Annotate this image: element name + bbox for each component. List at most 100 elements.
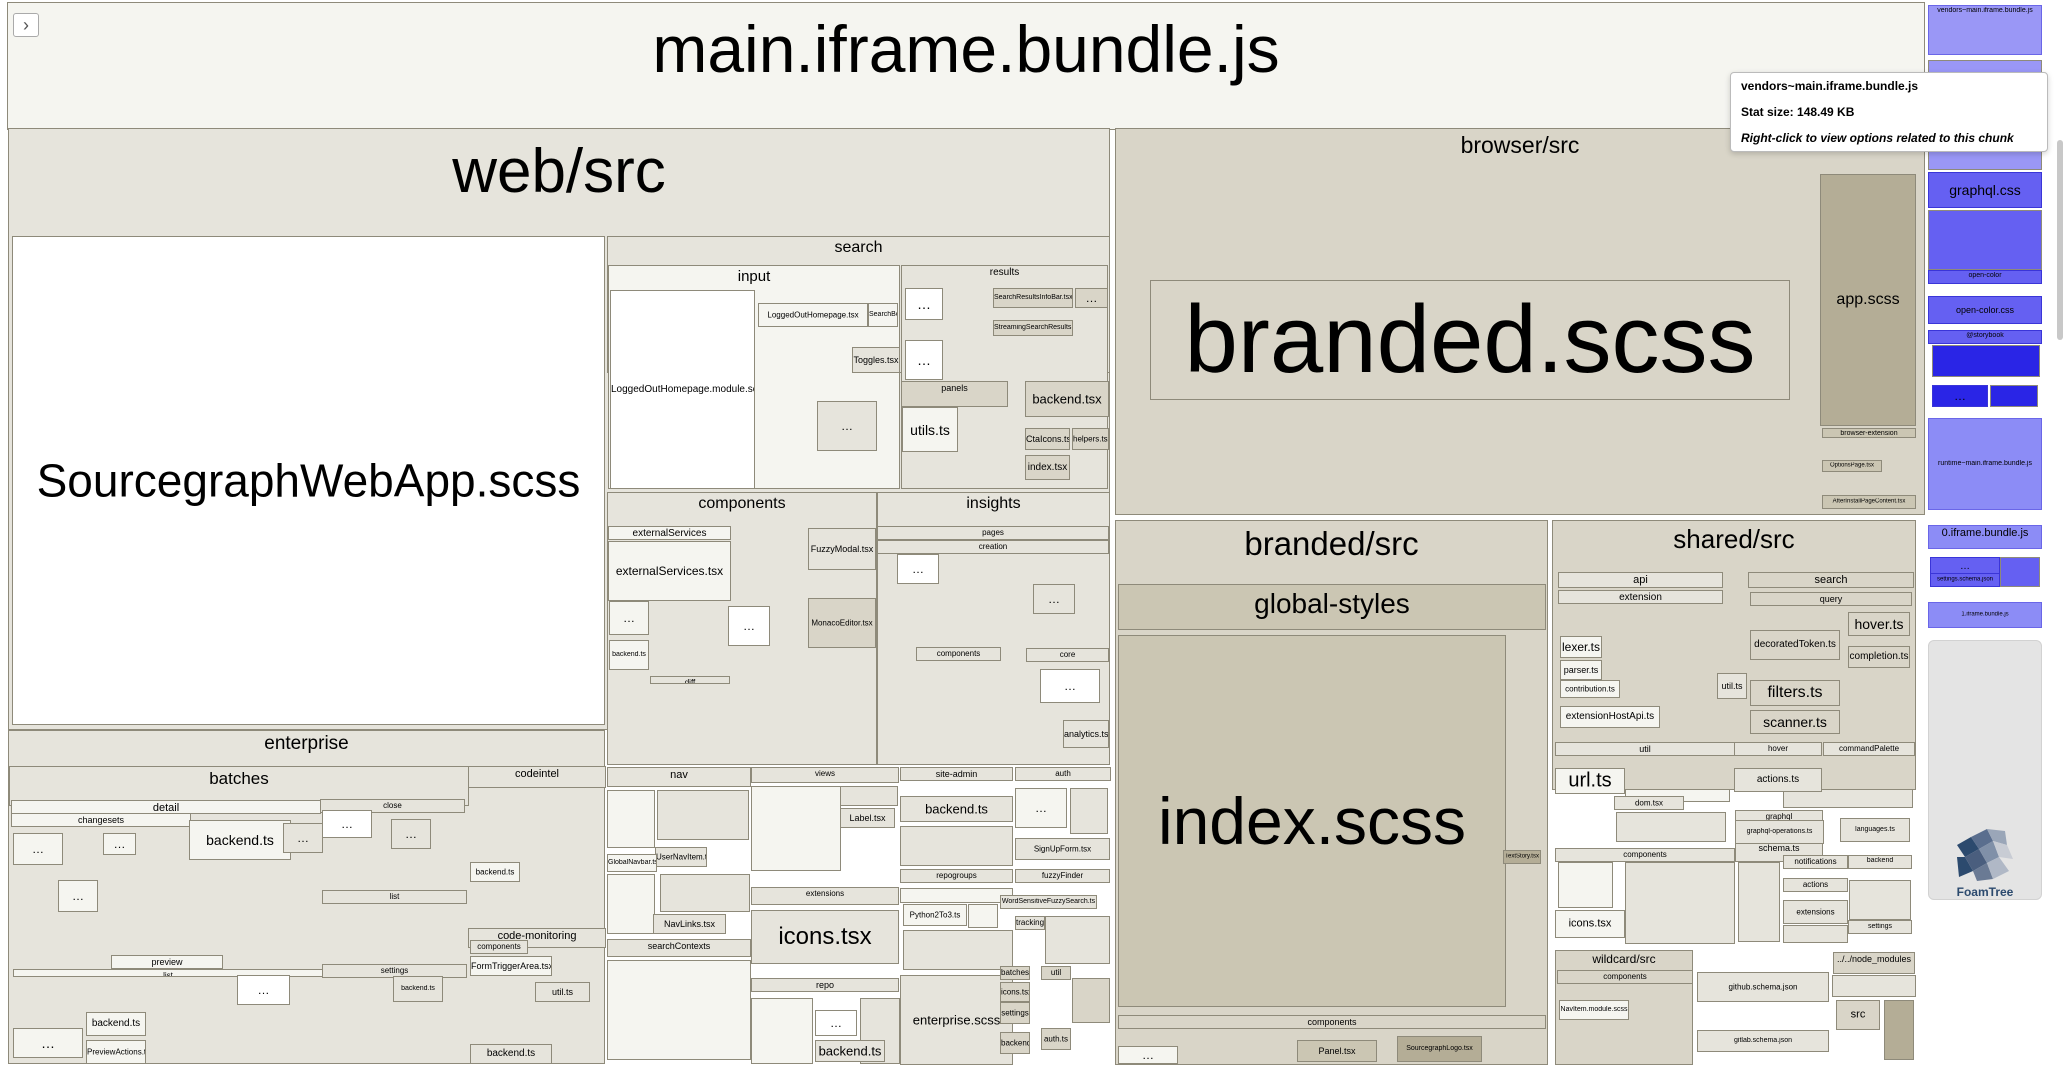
treemap-cell-enterprise-scss[interactable]: enterprise.scss xyxy=(900,975,1013,1065)
treemap-cell-lexer-ts[interactable]: lexer.ts xyxy=(1560,636,1602,658)
treemap-cell-collapsed[interactable]: … xyxy=(609,601,649,635)
treemap-cell-scanner-ts[interactable]: scanner.ts xyxy=(1750,710,1840,734)
treemap-cell-pages[interactable]: pages xyxy=(877,526,1109,540)
treemap-cell-helpers-tsx[interactable]: helpers.tsx xyxy=(1072,428,1109,450)
treemap-cell-query[interactable]: query xyxy=(1750,592,1912,606)
treemap-cell-python2to3-ts[interactable]: Python2To3.ts xyxy=(903,904,967,926)
scrollbar[interactable] xyxy=(2057,140,2063,340)
treemap-cell-collapsed[interactable]: … xyxy=(905,288,943,320)
treemap-cell-core[interactable]: core xyxy=(1026,648,1109,662)
treemap-cell[interactable] xyxy=(900,888,1013,903)
treemap-cell[interactable] xyxy=(1072,978,1110,1023)
treemap-cell-util-ts[interactable]: util.ts xyxy=(1717,673,1747,699)
treemap-cell-collapsed[interactable]: … xyxy=(905,340,943,380)
treemap-cell-batches[interactable]: batches xyxy=(1000,966,1030,980)
treemap-cell-creation[interactable]: creation xyxy=(877,540,1109,554)
treemap-cell-completion-ts[interactable]: completion.ts xyxy=(1848,646,1910,668)
treemap-cell-icons-tsx[interactable]: icons.tsx xyxy=(1555,910,1625,938)
treemap-cell-streamingsearchresults-tsx[interactable]: StreamingSearchResults.tsx xyxy=(993,320,1073,336)
treemap-cell-contribution-ts[interactable]: contribution.ts xyxy=(1560,680,1620,698)
treemap-cell-components[interactable]: components xyxy=(916,647,1001,661)
treemap-cell-collapsed[interactable]: … xyxy=(391,819,431,849)
treemap-cell-node-modules[interactable]: ../../node_modules xyxy=(1833,952,1915,974)
treemap-cell-externalservices-tsx[interactable]: externalServices.tsx xyxy=(608,541,731,601)
treemap-cell-global-styles[interactable]: global-styles xyxy=(1118,584,1546,630)
treemap-cell-collapsed[interactable]: … xyxy=(13,1028,83,1058)
treemap-cell[interactable] xyxy=(1045,916,1110,964)
treemap-cell-vendors-main-iframe-bundle-js[interactable]: vendors~main.iframe.bundle.js xyxy=(1928,5,2042,55)
treemap-cell-util[interactable]: util xyxy=(1555,742,1735,756)
treemap-cell[interactable] xyxy=(2000,557,2040,587)
treemap-cell[interactable] xyxy=(657,790,749,840)
treemap-cell-searchresultsinfobar-tsx[interactable]: SearchResultsInfoBar.tsx xyxy=(993,288,1073,308)
treemap-cell-components[interactable]: components xyxy=(1555,848,1735,862)
treemap-cell[interactable] xyxy=(607,874,655,934)
treemap-cell-collapsed[interactable]: … xyxy=(897,554,939,584)
treemap-cell-index-scss[interactable]: index.scss xyxy=(1118,635,1506,1007)
treemap-cell-storybook[interactable]: @storybook xyxy=(1928,330,2042,344)
treemap-cell-collapsed[interactable]: … xyxy=(1040,669,1100,703)
treemap-cell-panels[interactable]: panels xyxy=(901,381,1008,407)
treemap-cell-open-color-css[interactable]: open-color.css xyxy=(1928,296,2042,324)
treemap-cell-components[interactable]: components xyxy=(470,940,528,954)
treemap-cell[interactable] xyxy=(1616,812,1726,842)
treemap-cell-utils-ts[interactable]: utils.ts xyxy=(902,407,958,452)
treemap-cell-detail[interactable]: detail xyxy=(11,800,321,814)
treemap-cell-graphql-css[interactable]: graphql.css xyxy=(1928,172,2042,208)
treemap-cell-extensionhostapi-ts[interactable]: extensionHostApi.ts xyxy=(1560,706,1660,728)
treemap-cell-panel-tsx[interactable]: Panel.tsx xyxy=(1297,1040,1377,1062)
treemap-cell[interactable] xyxy=(1783,925,1848,943)
treemap-cell-settings[interactable]: settings xyxy=(1000,1002,1030,1024)
treemap-cell-backend-tsx[interactable]: backend.tsx xyxy=(1025,381,1109,417)
treemap-cell-icons-tsx[interactable]: icons.tsx xyxy=(1000,982,1030,1002)
treemap-cell-backend-ts[interactable]: backend.ts xyxy=(470,1044,552,1064)
treemap-cell-collapsed[interactable]: … xyxy=(322,810,372,838)
treemap-cell-gitlab-schema-json[interactable]: gitlab.schema.json xyxy=(1697,1030,1829,1052)
treemap-cell-0-iframe-bundle-js[interactable]: 0.iframe.bundle.js xyxy=(1928,525,2042,549)
treemap-cell[interactable] xyxy=(607,960,751,1060)
treemap-cell-changesets[interactable]: changesets xyxy=(11,813,191,827)
treemap-cell-decoratedtoken-ts[interactable]: decoratedToken.ts xyxy=(1750,630,1840,660)
treemap-cell-sourcegraphwebapp-scss[interactable]: SourcegraphWebApp.scss xyxy=(12,236,605,725)
treemap-cell-browser-extension[interactable]: browser-extension xyxy=(1822,428,1916,438)
treemap-cell-site-admin[interactable]: site-admin xyxy=(900,767,1013,781)
treemap-cell-1-iframe-bundle-js[interactable]: 1.iframe.bundle.js xyxy=(1928,602,2042,628)
treemap-cell-collapsed[interactable]: … xyxy=(728,606,770,646)
treemap-cell[interactable] xyxy=(1849,880,1911,920)
treemap-cell-util[interactable]: util xyxy=(1041,966,1071,980)
treemap-cell-backend-ts[interactable]: backend.ts xyxy=(393,976,443,1002)
treemap-cell-dom-tsx[interactable]: dom.tsx xyxy=(1614,796,1684,810)
treemap-cell-globalnavbar-tsx[interactable]: GlobalNavbar.tsx xyxy=(607,854,657,872)
treemap-cell[interactable] xyxy=(751,998,813,1064)
treemap-cell-signupform-tsx[interactable]: SignUpForm.tsx xyxy=(1015,838,1110,860)
treemap-cell[interactable] xyxy=(903,930,1013,970)
treemap-cell-collapsed[interactable]: … xyxy=(1932,385,1988,407)
treemap-cell-preview[interactable]: preview xyxy=(111,955,223,969)
treemap-cell-searchcontexts[interactable]: searchContexts xyxy=(607,939,751,957)
treemap-cell-runtime-main-iframe-bundle-js[interactable]: runtime~main.iframe.bundle.js xyxy=(1928,418,2042,510)
treemap-cell-extensions[interactable]: extensions xyxy=(1783,900,1848,924)
treemap-cell-auth-ts[interactable]: auth.ts xyxy=(1041,1028,1071,1050)
treemap-cell-extension[interactable]: extension xyxy=(1558,590,1723,604)
treemap-cell-backend[interactable]: backend xyxy=(1000,1032,1030,1054)
treemap-cell-hover-ts[interactable]: hover.ts xyxy=(1848,612,1910,636)
treemap-cell-externalservices[interactable]: externalServices xyxy=(608,526,731,540)
treemap-cell-util-ts[interactable]: util.ts xyxy=(535,982,590,1002)
treemap-cell-collapsed[interactable]: … xyxy=(103,833,136,855)
treemap-cell-collapsed[interactable]: … xyxy=(13,833,63,865)
treemap-cell[interactable] xyxy=(751,786,841,871)
treemap-cell-backend-ts[interactable]: backend.ts xyxy=(900,796,1013,822)
treemap-cell[interactable] xyxy=(1625,862,1735,944)
treemap-cell-collapsed[interactable]: … xyxy=(283,823,323,853)
treemap-cell-backend-ts[interactable]: backend.ts xyxy=(470,862,520,882)
treemap-cell-collapsed[interactable]: … xyxy=(1033,584,1075,614)
treemap-cell-filters-ts[interactable]: filters.ts xyxy=(1750,680,1840,706)
treemap-cell-monacoeditor-tsx[interactable]: MonacoEditor.tsx xyxy=(808,598,876,648)
treemap-cell-url-ts[interactable]: url.ts xyxy=(1555,768,1625,794)
treemap-cell-collapsed[interactable]: … xyxy=(1075,288,1108,308)
treemap-cell-textstory-tsx[interactable]: TextStory.tsx xyxy=(1503,850,1541,864)
treemap-cell-toggles-tsx[interactable]: Toggles.tsx xyxy=(852,347,900,373)
treemap-cell[interactable] xyxy=(660,874,750,912)
treemap-cell-collapsed[interactable]: … xyxy=(815,1010,857,1036)
treemap-cell-usernavitem-tsx[interactable]: UserNavItem.tsx xyxy=(655,847,707,867)
